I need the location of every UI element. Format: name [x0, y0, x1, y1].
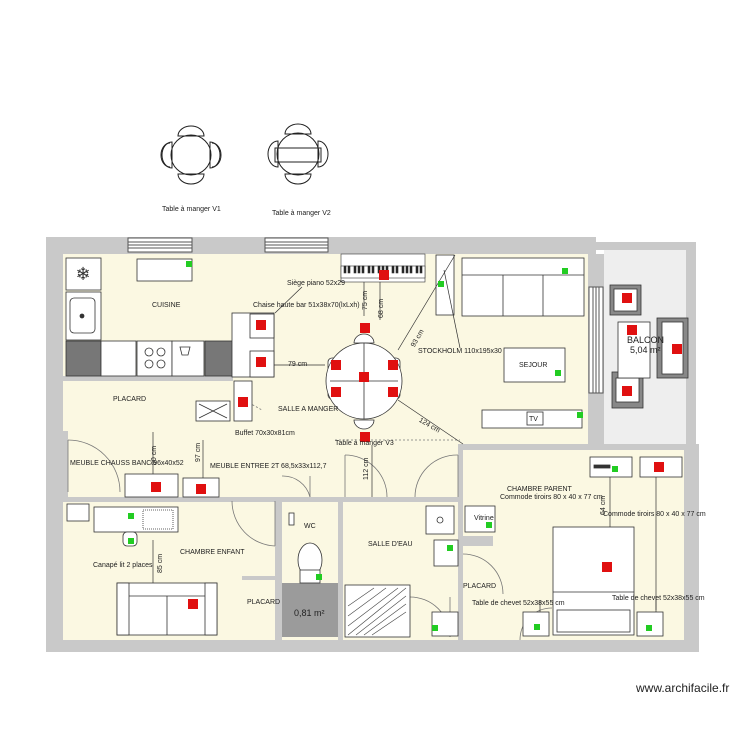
label-commode-1: Commode tiroirs 80 x 40 x 77 cm	[500, 494, 603, 501]
label-placard-1: PLACARD	[113, 396, 147, 403]
child-bedroom-furniture	[66, 503, 218, 636]
label-stockholm: STOCKHOLM 110x195x30	[418, 348, 502, 355]
watermark-link[interactable]: www.archifacile.fr	[636, 681, 730, 695]
label-chambre-enfant: CHAMBRE ENFANT	[180, 549, 245, 556]
label-salle-deau: SALLE D'EAU	[368, 541, 413, 548]
table-v1-icon	[160, 125, 222, 185]
label-salle-a-manger: SALLE A MANGER	[278, 406, 339, 413]
bathroom-furniture	[288, 505, 459, 638]
label-dim-97: 97 cm	[195, 442, 202, 462]
label-commode-2: Commode tiroirs 80 x 40 x 77 cm	[603, 511, 706, 518]
bedroom-parent-furniture	[464, 456, 683, 637]
label-cuisine: CUISINE	[152, 302, 181, 309]
interior-walls	[63, 376, 684, 640]
label-dim-64: 64 cm	[600, 495, 607, 515]
label-vitrine: Vitrine	[474, 515, 494, 522]
label-tv: TV	[529, 416, 538, 423]
label-sejour: SEJOUR	[519, 362, 548, 369]
label-balcon: BALCON	[627, 335, 665, 345]
living-furniture	[435, 254, 585, 429]
label-siege-piano: Siège piano 52x29	[287, 280, 345, 287]
red-markers	[151, 270, 682, 609]
label-dim-75: 75 cm	[362, 290, 369, 310]
label-chevet-2: Table de chevet 52x38x55 cm	[612, 595, 705, 602]
label-dim-68: 68 cm	[378, 298, 385, 318]
label-wc: WC	[304, 523, 316, 530]
label-buffet: Buffet 70x30x81cm	[235, 430, 295, 437]
label-table-v1: Table à manger V1	[162, 206, 221, 213]
label-meuble-chauss: MEUBLE CHAUSS BANC 96x40x52	[70, 460, 184, 467]
label-meuble-entree: MEUBLE ENTREE 2T 68,5x33x112,7	[210, 463, 327, 470]
label-placard-3: PLACARD	[463, 583, 497, 590]
label-wc-area: 0,81 m²	[294, 608, 325, 618]
label-placard-2: PLACARD	[247, 599, 281, 606]
windows	[127, 237, 604, 394]
green-markers	[128, 261, 652, 631]
label-dim-112: 112 cm	[363, 457, 370, 480]
label-dim-79: 79 cm	[288, 361, 308, 368]
label-table-v2: Table à manger V2	[272, 210, 331, 217]
kitchen-furniture: ❄	[65, 257, 275, 422]
label-chevet-1: Table de chevet 52x38x55 cm	[472, 600, 565, 607]
label-balcon-area: 5,04 m²	[630, 345, 661, 355]
label-table-v3: Table à manger V3	[335, 440, 394, 447]
dimension-lines	[152, 254, 657, 612]
table-v2-icon	[267, 123, 329, 185]
label-chambre-parent: CHAMBRE PARENT	[507, 486, 572, 493]
label-canape: Canapé lit 2 places	[93, 562, 153, 569]
label-chaise-haute: Chaise haute bar 51x38x70(lxLxh)	[253, 302, 360, 309]
doors	[67, 394, 553, 641]
svg-text:❄: ❄	[75, 264, 90, 285]
label-dim-85: 85 cm	[157, 553, 164, 573]
